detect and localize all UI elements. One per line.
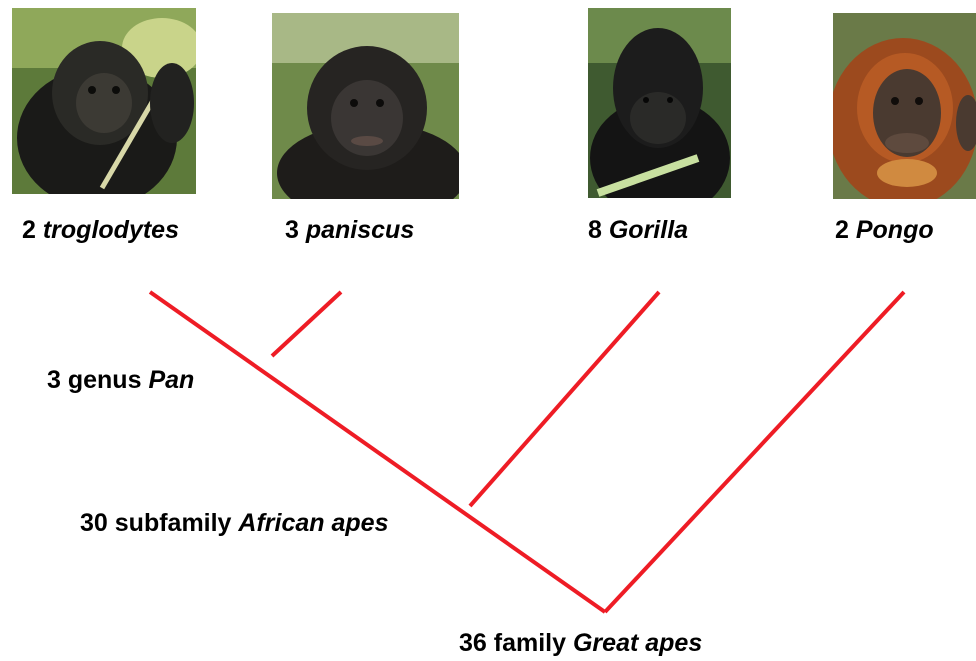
node-count: 30: [80, 509, 108, 537]
node-prefix: genus: [68, 366, 142, 394]
node-count: 36: [459, 629, 487, 657]
node-label-subfamily-african-apes: 30 subfamily African apes: [80, 511, 388, 536]
node-prefix: family: [494, 629, 566, 657]
node-label-family-great-apes: 36 family Great apes: [459, 631, 702, 656]
branch-paniscus: [272, 292, 341, 356]
node-name: Pan: [148, 366, 194, 394]
node-name: Great apes: [573, 629, 702, 657]
branch-troglodytes: [150, 292, 605, 612]
branch-gorilla: [470, 292, 659, 506]
node-count: 3: [47, 366, 61, 394]
node-prefix: subfamily: [115, 509, 232, 537]
node-label-genus-pan: 3 genus Pan: [47, 368, 194, 393]
node-name: African apes: [238, 509, 388, 537]
branch-pongo: [605, 292, 904, 612]
